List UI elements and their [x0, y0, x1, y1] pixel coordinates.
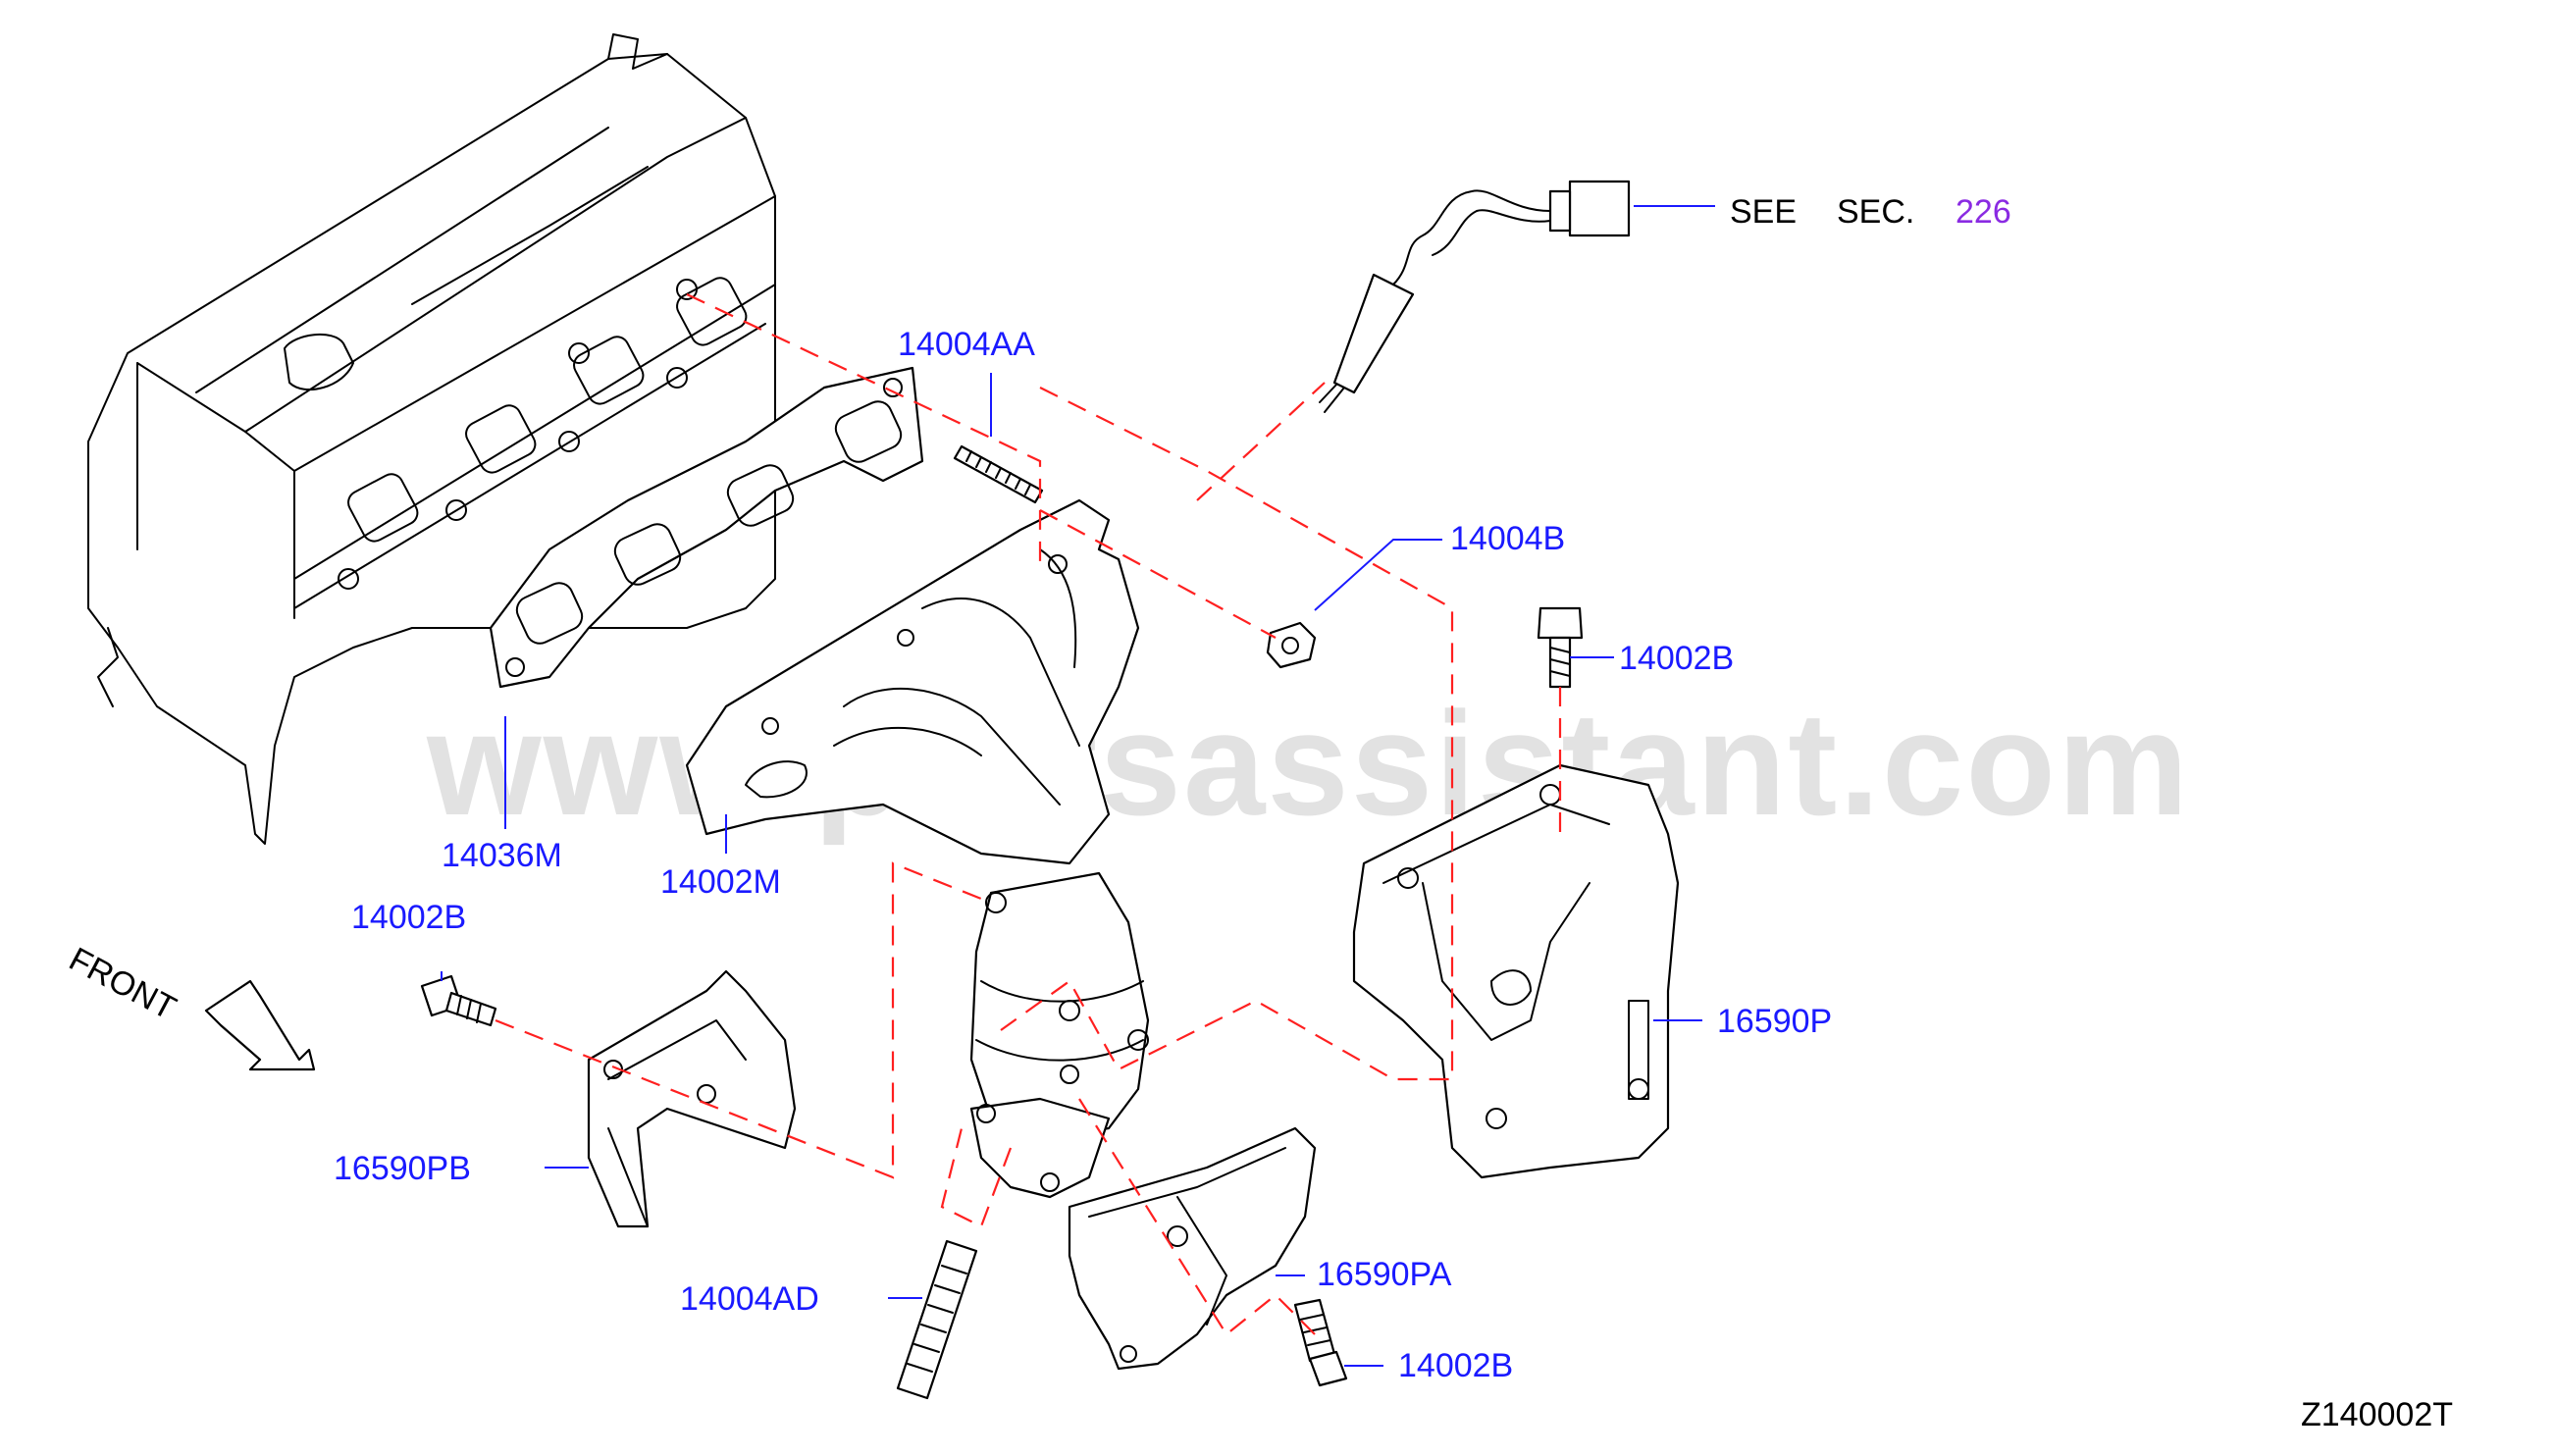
- callout-insulator-lower[interactable]: 16590PA: [1317, 1256, 1452, 1293]
- oxygen-sensor: [1319, 180, 1631, 413]
- leader-lines: [441, 205, 1715, 1367]
- heat-insulator-right: [1352, 763, 1680, 1179]
- callout-bolt-lower[interactable]: 14002B: [1398, 1347, 1513, 1384]
- callout-bolt-right[interactable]: 14002B: [1619, 640, 1734, 677]
- callout-nut[interactable]: 14004B: [1450, 520, 1565, 557]
- engine-cylinder-head: [87, 33, 776, 845]
- exhaust-manifold-gasket: [489, 366, 924, 689]
- exhaust-manifold: [685, 498, 1150, 1199]
- callout-stud-upper[interactable]: 14004AA: [898, 326, 1035, 363]
- callout-bolt-left[interactable]: 14002B: [351, 899, 466, 936]
- callout-manifold[interactable]: 14002M: [660, 863, 781, 901]
- heat-insulator-lower: [1068, 1126, 1317, 1371]
- alignment-lines: [495, 293, 1562, 1336]
- callout-insulator-right[interactable]: 16590P: [1717, 1003, 1832, 1040]
- callout-stud-lower[interactable]: 14004AD: [680, 1280, 819, 1318]
- bolt-lower: [1293, 1298, 1348, 1387]
- front-arrow: [204, 979, 316, 1071]
- bolt-right: [1537, 606, 1584, 689]
- callout-gasket[interactable]: 14036M: [442, 837, 562, 874]
- sec-label: SEC.: [1837, 193, 1914, 231]
- nut: [1266, 621, 1317, 669]
- diagram-code: Z140002T: [2301, 1396, 2453, 1433]
- callout-insulator-left[interactable]: 16590PB: [334, 1150, 471, 1187]
- bolt-left: [420, 974, 497, 1027]
- front-label: FRONT: [63, 941, 182, 1028]
- stud-lower: [896, 1239, 978, 1400]
- heat-insulator-left: [587, 969, 797, 1228]
- section-link[interactable]: 226: [1955, 193, 2011, 231]
- see-label: SEE: [1730, 193, 1797, 231]
- stud-upper: [953, 444, 1044, 504]
